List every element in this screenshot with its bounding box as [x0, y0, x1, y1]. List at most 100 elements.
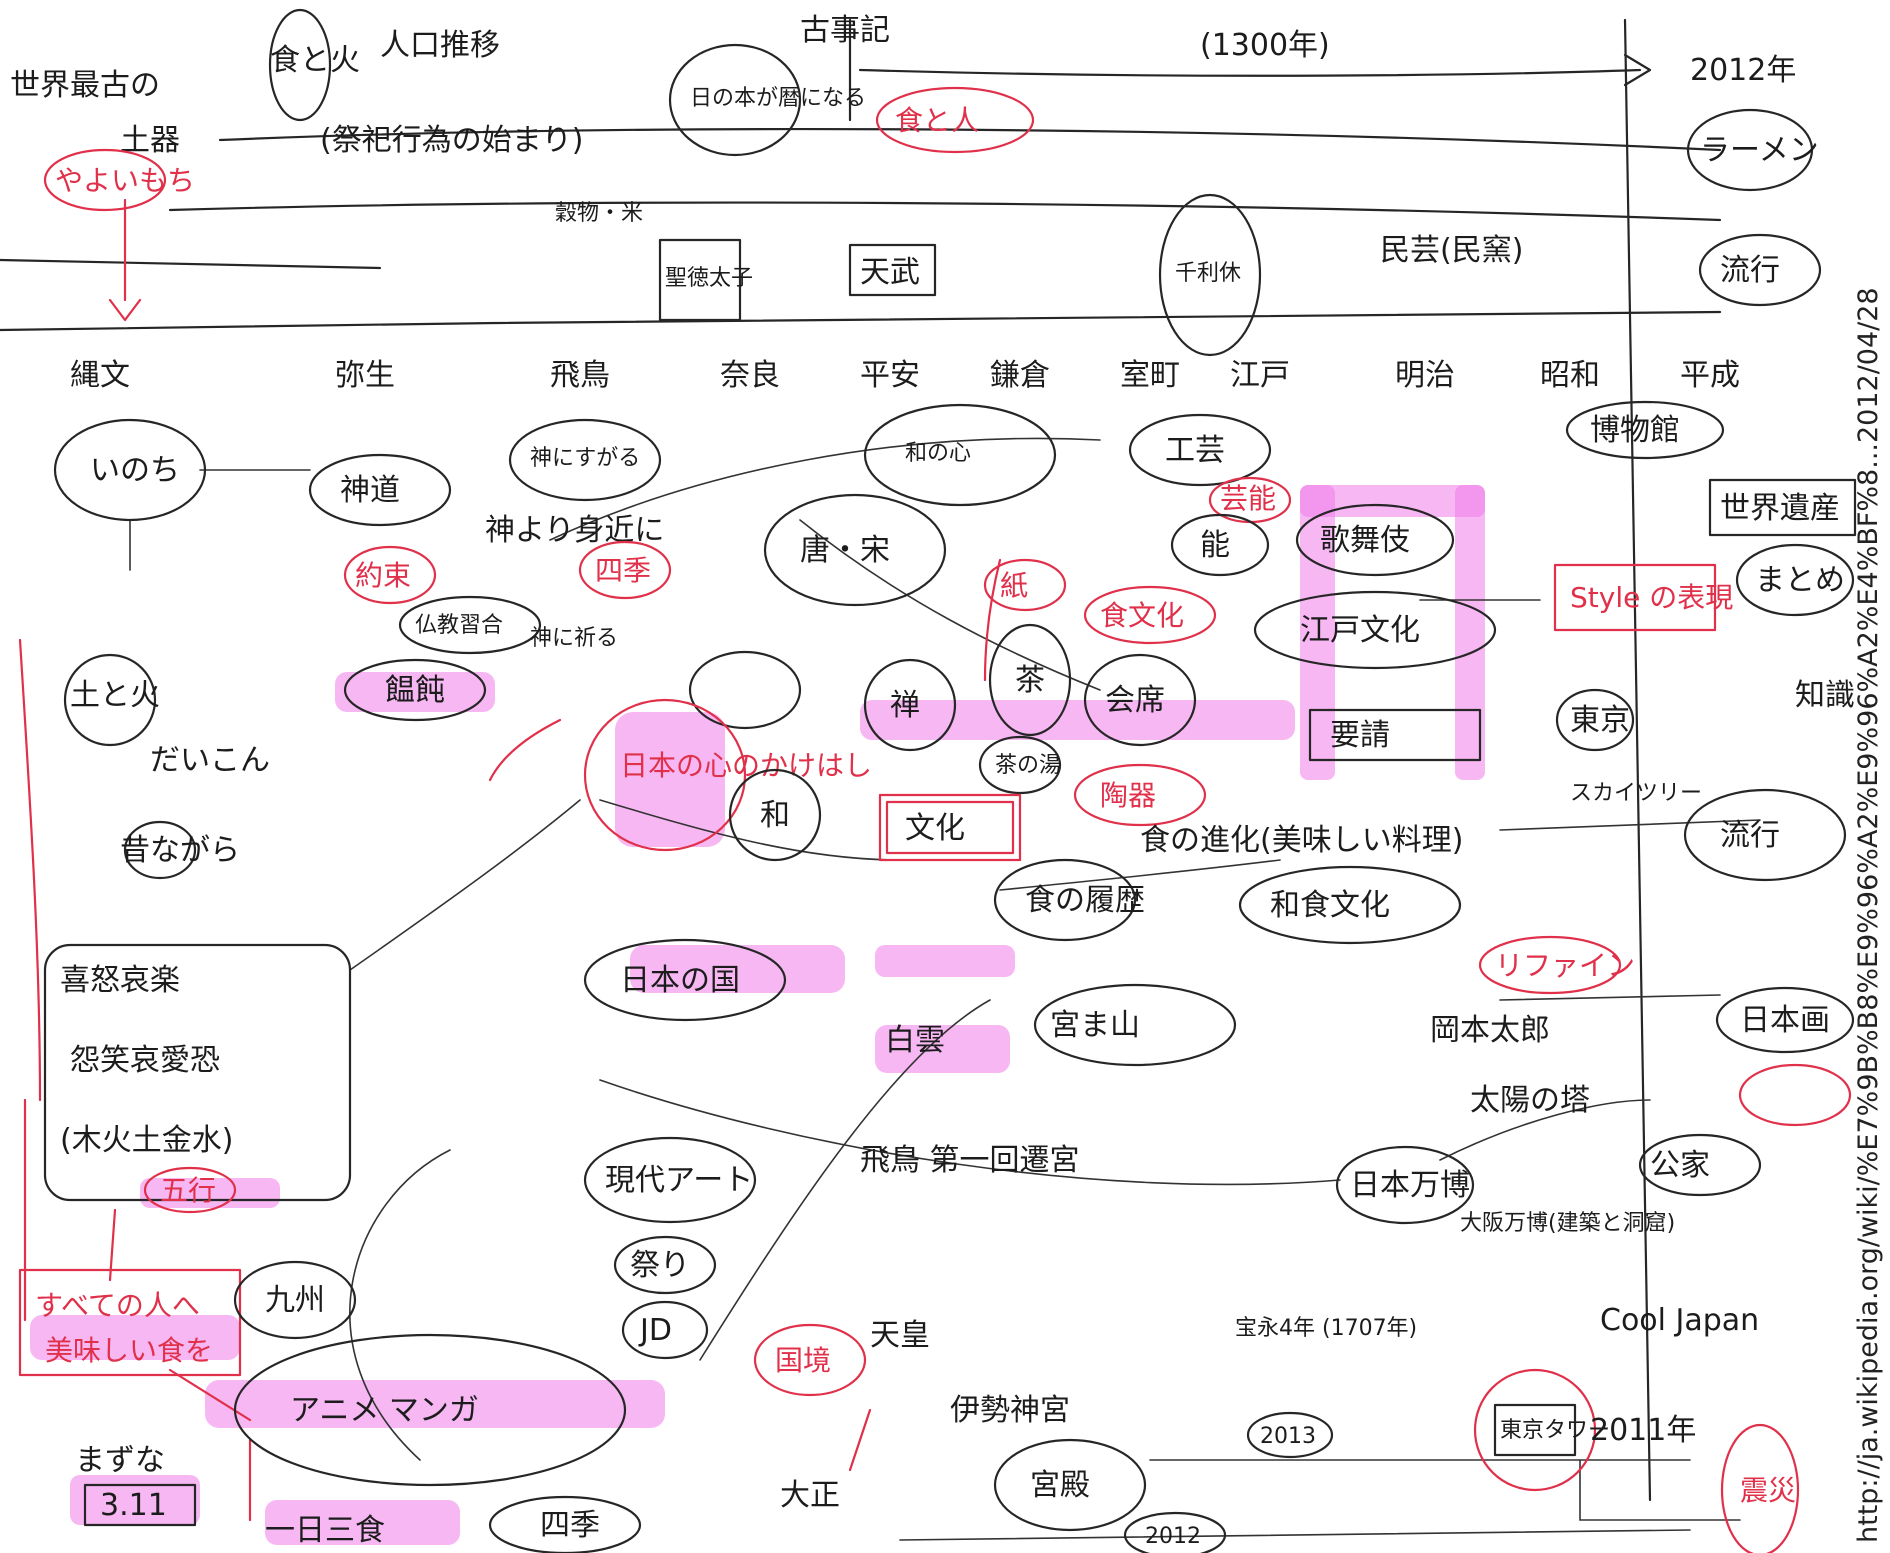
era-1: 縄文 [70, 358, 130, 393]
node-shape-kaiseki [1083, 653, 1197, 747]
node-hakubutsu: 博物館 [1590, 413, 1680, 448]
node-yayoi-mochi: やよいもち [55, 164, 195, 197]
node-shape-shiki-red [578, 540, 672, 600]
node-kokuyu: 国境 [775, 1344, 831, 1377]
node-shape-shotoku [658, 238, 742, 322]
node-shape-kuge [1738, 1063, 1852, 1127]
node-jd: JD [638, 1313, 672, 1348]
node-shape-2012b [1123, 1511, 1227, 1553]
highlight-14 [265, 1500, 460, 1545]
node-kihan: 喜怒哀楽 [60, 963, 180, 998]
node-shape-yosei [1308, 708, 1482, 762]
node-shape-calendar [668, 43, 802, 157]
node-ryuko-top: 流行 [1720, 253, 1780, 288]
node-kami-sugaru: 神にすがる [530, 446, 640, 471]
timeline-year-2012: 2012年 [1690, 53, 1796, 88]
node-tenno: 天皇 [870, 1318, 930, 1353]
highlight-12 [205, 1380, 665, 1428]
node-ise: 伊勢神宮 [950, 1393, 1070, 1428]
node-yakusoku: 約束 [355, 559, 411, 592]
node-shoku-sho: 食の進化(美味しい料理) [1140, 823, 1463, 858]
node-kogei: 工芸 [1165, 433, 1225, 468]
node-edo-bunka: 江戸文化 [1300, 613, 1420, 648]
nodes: 世界最古の 食と火 人口推移 土器 (祭祀行為の始まり) 日の本が暦になる 古事… [10, 8, 1857, 1553]
node-all-people: すべての人へ [35, 1289, 200, 1322]
node-shape-washoku-rec [1238, 865, 1462, 945]
node-ryuko-mid: 流行 [1720, 818, 1780, 853]
node-nihon-koku: 日本の国 [620, 963, 740, 998]
node-shape-jomon-life [53, 418, 207, 522]
node-shape-gogyo [143, 1166, 237, 1214]
node-kabuki: 歌舞伎 [1320, 523, 1410, 558]
node-shape-nihon-ga [1715, 986, 1855, 1054]
era-8: 江戸 [1230, 358, 1290, 393]
era-2: 弥生 [335, 358, 395, 393]
node-shape-shoku-bunka [1083, 585, 1217, 645]
node-wa: 和 [760, 798, 790, 833]
node-shape-ryuko-mid [1683, 788, 1847, 882]
era-11: 平成 [1680, 358, 1740, 393]
node-geino: 芸能 [1220, 482, 1276, 515]
node-togei: 陶器 [1100, 779, 1156, 812]
node-buddhism-rows: 穀物・米 [555, 201, 643, 226]
node-kami-red: 紙 [1000, 569, 1028, 602]
node-shape-matome [1735, 543, 1855, 617]
node-shape-bunka [878, 793, 1022, 862]
era-4: 奈良 [720, 358, 780, 393]
node-mazuna: まずな [75, 1443, 165, 1478]
node-shape-tokyo-tower-box [1493, 1403, 1577, 1457]
node-chanoyu: 茶の湯 [995, 753, 1061, 778]
node-shape-chanoyu [978, 735, 1062, 795]
node-shape-zen [863, 658, 957, 752]
node-style: Style の表現 [1570, 581, 1733, 614]
node-shape-wakon [863, 403, 1057, 507]
node-shape-tenmu [848, 243, 937, 297]
node-shoku-rireki: 食の履歴 [1025, 883, 1145, 918]
node-matsuri: 祭り [630, 1248, 690, 1283]
node-shape-311 [83, 1483, 197, 1527]
node-shinsai: 震災 [1740, 1474, 1796, 1507]
node-onsen: 怨笑哀愛恐 [70, 1043, 220, 1078]
node-shape-yakusoku [343, 545, 437, 605]
node-zen: 禅 [890, 688, 920, 723]
node-shape-cha [988, 623, 1072, 737]
node-311: 3.11 [100, 1488, 167, 1523]
node-hotoke: 仏教習合 [415, 613, 503, 638]
node-shape-yamanote [1638, 1133, 1762, 1197]
node-yamanote: 宮ま山 [1050, 1008, 1140, 1043]
node-shape-manga [233, 1333, 627, 1487]
node-shape-sekai-isan [1708, 478, 1857, 537]
node-bunka: 文化 [905, 811, 965, 846]
node-shape-shinto [308, 453, 452, 527]
node-shape-kyuden [993, 1438, 1147, 1532]
node-2013: 2013 [1260, 1424, 1316, 1449]
node-tounan: 唐・宋 [800, 533, 890, 568]
era-3: 飛鳥 [550, 358, 610, 393]
node-mukashi: 昔ながら [120, 833, 240, 868]
line-3 [168, 201, 1722, 222]
era-line [0, 310, 1722, 332]
node-ritual: (祭祀行為の始まり) [320, 123, 583, 158]
node-manga: アニメ マンガ [290, 1393, 479, 1428]
node-shotoku: 聖徳太子 [665, 266, 753, 291]
node-shape-style [1553, 563, 1717, 632]
node-shape-nihon-red [583, 698, 747, 852]
node-dojin: 土と火 [70, 678, 160, 713]
node-shape-nihon-koku [583, 938, 787, 1022]
line-4 [0, 258, 382, 270]
highlight-1 [335, 672, 495, 712]
node-cha: 茶 [1015, 663, 1045, 698]
node-calendar: 日の本が暦になる [690, 86, 866, 111]
node-shape-kami-sugaru [508, 418, 662, 502]
node-yosei: 要請 [1330, 718, 1390, 753]
node-shape-ryuko-top [1698, 233, 1822, 307]
node-shape-shinsai [1720, 1423, 1800, 1553]
node-shinto: 神道 [340, 473, 400, 508]
node-shape-no [1170, 513, 1270, 577]
node-shape-kihan-box [43, 943, 352, 1202]
node-food-fire: 食と火 [270, 43, 360, 78]
node-shape-kogei [1128, 413, 1272, 487]
node-shape-wa [728, 768, 822, 862]
node-shape-shoku-rireki [993, 858, 1137, 942]
node-shape-food-fire [268, 8, 332, 122]
